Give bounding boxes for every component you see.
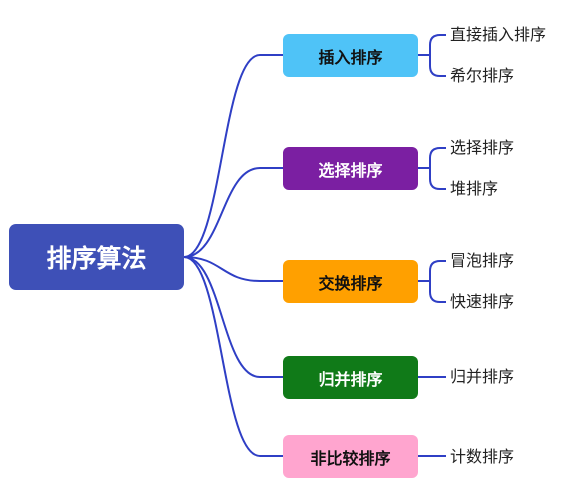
branch-0-fork [429, 34, 446, 77]
leaf-counting-sort[interactable]: 计数排序 [450, 444, 514, 470]
branch-insertion-sort[interactable]: 插入排序 [283, 34, 418, 77]
branch-exchange-sort[interactable]: 交换排序 [283, 260, 418, 303]
root-label: 排序算法 [46, 244, 147, 273]
leaf-shell-sort[interactable]: 希尔排序 [450, 63, 514, 89]
root-to-branch-3 [183, 256, 283, 378]
root-node[interactable]: 排序算法 [9, 224, 184, 290]
root-to-branch-4 [183, 256, 283, 457]
branch-label: 非比较排序 [310, 448, 391, 468]
leaf-label: 堆排序 [450, 179, 499, 198]
branch-label: 选择排序 [318, 160, 383, 180]
leaf-label: 计数排序 [450, 447, 515, 466]
branch-label: 插入排序 [318, 47, 383, 67]
leaf-label: 希尔排序 [450, 66, 515, 85]
leaf-heap-sort[interactable]: 堆排序 [450, 176, 498, 202]
leaf-selection-sort[interactable]: 选择排序 [450, 135, 514, 161]
leaf-label: 快速排序 [450, 292, 515, 311]
branch-2-fork [429, 260, 446, 303]
leaf-label: 归并排序 [450, 367, 515, 386]
branch-label: 归并排序 [318, 369, 383, 389]
leaf-merge-sort[interactable]: 归并排序 [450, 364, 514, 390]
leaf-bubble-sort[interactable]: 冒泡排序 [450, 248, 514, 274]
leaf-label: 冒泡排序 [450, 251, 515, 270]
root-to-branch-2 [183, 256, 283, 282]
branch-non-comparison-sort[interactable]: 非比较排序 [283, 435, 418, 478]
branch-label: 交换排序 [318, 273, 383, 293]
root-to-branch-0 [183, 54, 283, 258]
leaf-label: 选择排序 [450, 138, 515, 157]
branch-selection-sort[interactable]: 选择排序 [283, 147, 418, 190]
leaf-quick-sort[interactable]: 快速排序 [450, 289, 514, 315]
leaf-straight-insertion-sort[interactable]: 直接插入排序 [450, 22, 546, 48]
branch-1-fork [429, 147, 446, 190]
leaf-label: 直接插入排序 [450, 25, 547, 44]
branch-merge-sort[interactable]: 归并排序 [283, 356, 418, 399]
root-to-branch-1 [183, 167, 283, 258]
